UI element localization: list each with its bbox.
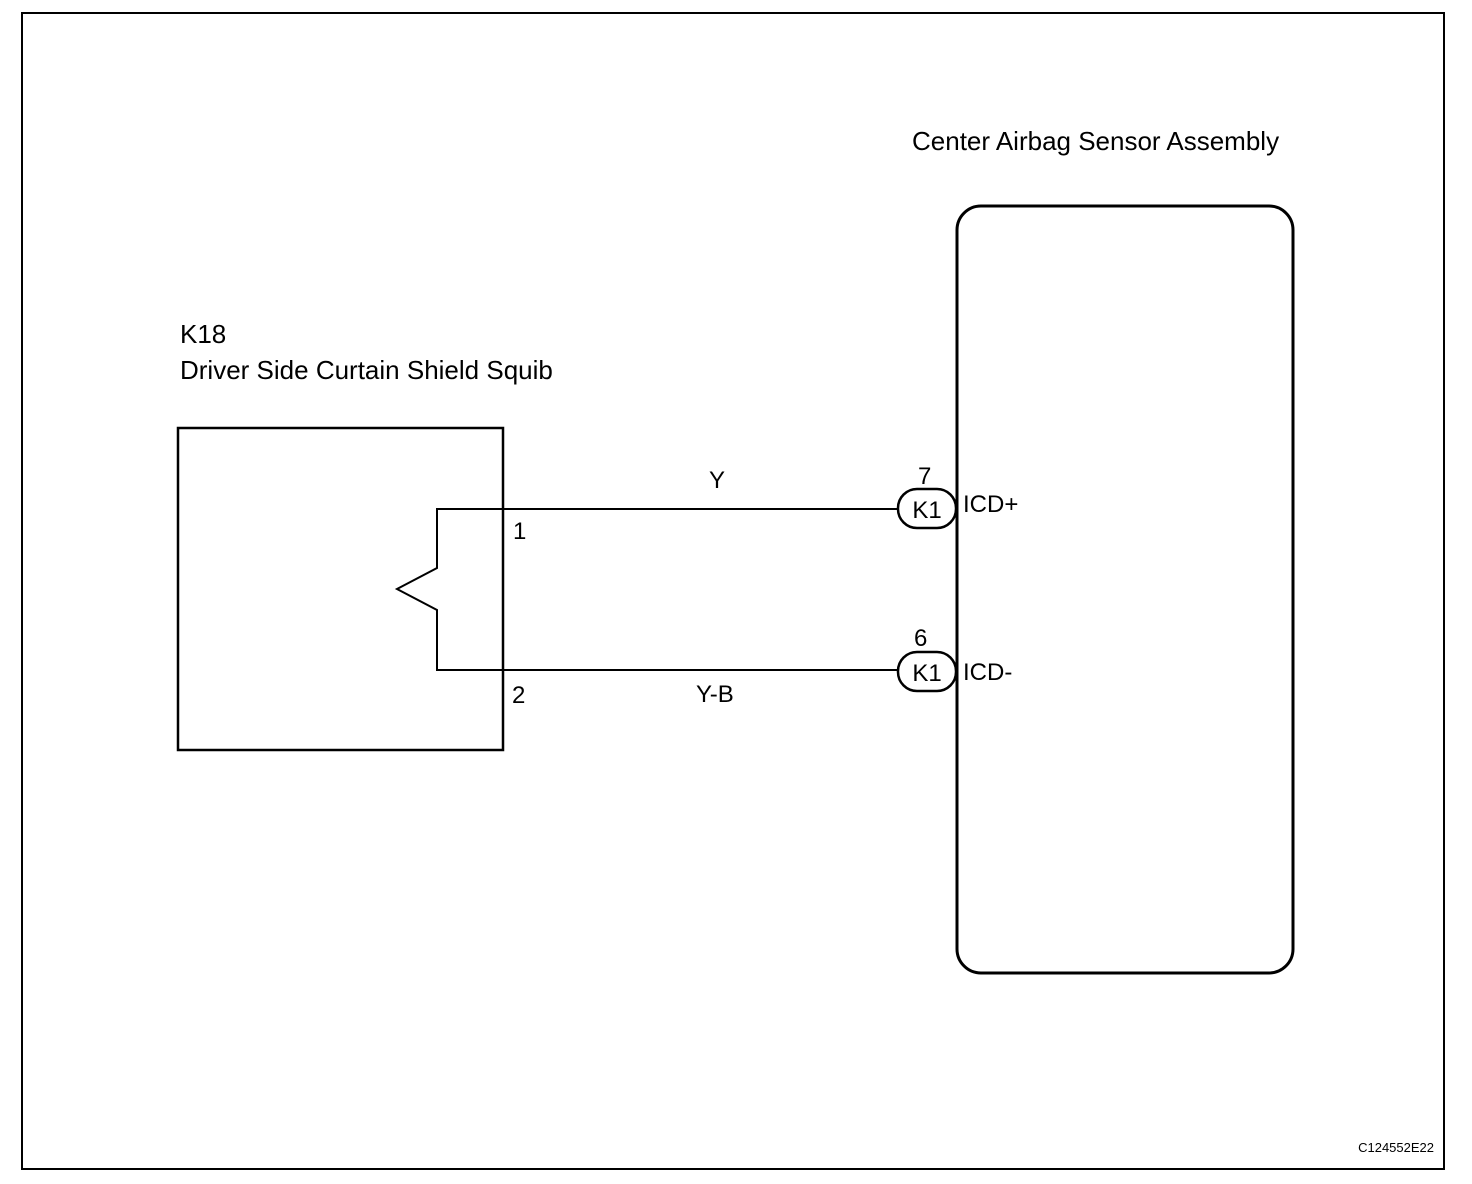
figure-code: C124552E22: [1358, 1140, 1434, 1155]
connector-k1-pin7-number: 7: [918, 463, 931, 490]
connector-k1-pin7-label: K1: [912, 497, 941, 524]
squib-pin-1: 1: [513, 518, 526, 545]
terminal-icd-plus: ICD+: [963, 491, 1018, 518]
connector-k1-pin6-number: 6: [914, 625, 927, 652]
diagram-frame: [21, 12, 1445, 1170]
connector-k1-pin6-label: K1: [912, 660, 941, 687]
squib-code: K18: [180, 319, 226, 349]
terminal-icd-minus: ICD-: [963, 659, 1012, 686]
wire-y-color-label: Y: [709, 467, 725, 494]
squib-element-symbol: [394, 508, 503, 671]
wire-y-b-color-label: Y-B: [696, 681, 734, 708]
sensor-name: Center Airbag Sensor Assembly: [912, 126, 1279, 156]
sensor-box: [955, 204, 1295, 975]
connector-k1-pin6: [896, 650, 958, 693]
squib-pin-2: 2: [512, 682, 525, 709]
connector-k1-pin7: [896, 487, 958, 530]
squib-name: Driver Side Curtain Shield Squib: [180, 355, 553, 385]
squib-box: [176, 426, 505, 752]
